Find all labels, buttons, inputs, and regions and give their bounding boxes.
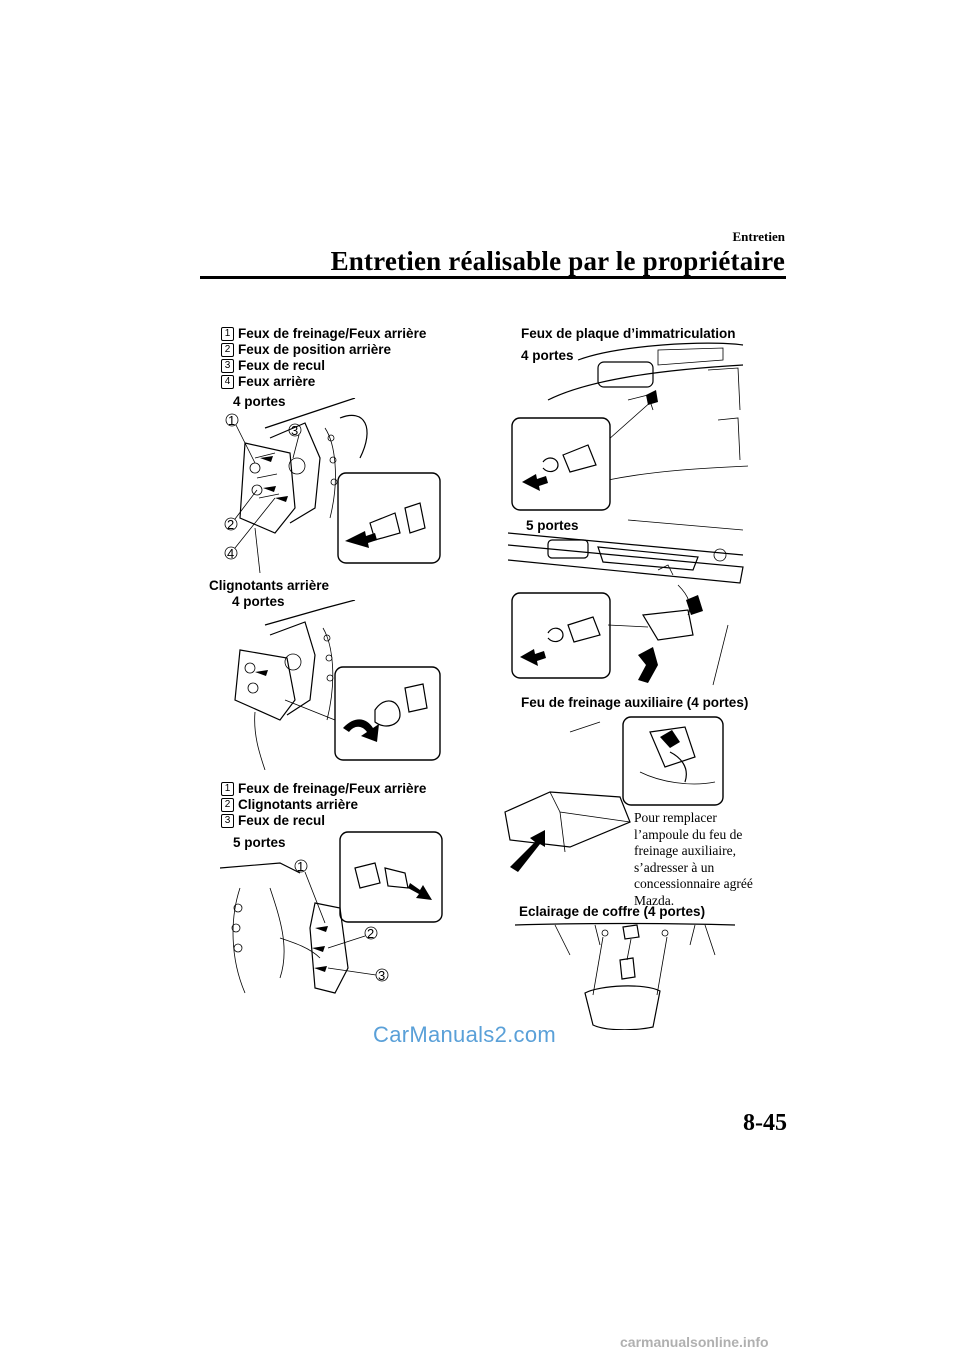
callout-3: 3 <box>375 968 389 983</box>
rear-light-4portes-illustration: 1 3 2 4 <box>224 398 441 573</box>
legend-item: 4 Feux arrière <box>221 374 426 390</box>
callout-text: 2 <box>367 926 374 941</box>
callout-1: 1 <box>294 859 308 874</box>
legend-label: Clignotants arrière <box>238 797 359 812</box>
variant-label: 5 portes <box>526 518 579 533</box>
footer-watermark: carmanualsonline.info <box>620 1334 769 1350</box>
variant-label: 4 portes <box>521 348 574 363</box>
variant-label: 4 portes <box>232 594 285 609</box>
legend-list-5portes: 1 Feux de freinage/Feux arrière 2 Clignota… <box>221 781 426 829</box>
legend-label: Feux arrière <box>238 374 316 389</box>
variant-label: 4 portes <box>233 394 286 409</box>
callout-text: 4 <box>227 546 234 561</box>
variant-label: 5 portes <box>233 835 286 850</box>
watermark: CarManuals2.com <box>373 1022 557 1047</box>
callout-2: 2 <box>364 926 378 941</box>
legend-item: 3 Feux de recul <box>221 358 426 374</box>
callout-text: 1 <box>228 413 235 428</box>
callout-text: 1 <box>297 859 304 874</box>
callout-badge: 1 <box>221 782 234 796</box>
bulb-inset <box>511 592 611 679</box>
callout-text: 3 <box>291 423 298 438</box>
section-title: Eclairage de coffre (4 portes) <box>519 904 706 919</box>
rear-light-5portes-illustration: 1 2 3 <box>220 831 443 994</box>
legend-label: Feux de freinage/Feux arrière <box>238 781 427 796</box>
rear-turn-signal-illustration <box>234 600 441 770</box>
aux-brake-light-illustration <box>504 716 724 872</box>
page-number: 8-45 <box>743 1110 787 1136</box>
legend-label: Feux de position arrière <box>238 342 392 357</box>
callout-badge: 1 <box>221 327 234 341</box>
legend-item: 2 Clignotants arrière <box>221 797 426 813</box>
page-title: Entretien réalisable par le propriétaire <box>330 246 785 276</box>
section-title: Feu de freinage auxiliaire (4 portes) <box>521 695 749 710</box>
callout-3: 3 <box>288 423 302 438</box>
legend-label: Feux de recul <box>238 358 326 373</box>
legend-label: Feux de freinage/Feux arrière <box>238 326 427 341</box>
plate-light-4portes-illustration <box>511 342 748 511</box>
section-title: Clignotants arrière <box>209 578 330 593</box>
section-label: Entretien <box>732 229 785 244</box>
legend-item: 3 Feux de recul <box>221 813 426 829</box>
callout-text: 2 <box>227 517 234 532</box>
legend-item: 2 Feux de position arrière <box>221 342 426 358</box>
legend-item: 1 Feux de freinage/Feux arrière <box>221 326 426 342</box>
callout-badge: 2 <box>221 798 234 812</box>
callout-4: 4 <box>224 546 238 561</box>
bulb-inset <box>622 716 724 806</box>
bulb-inset <box>334 666 441 761</box>
legend-item: 1 Feux de freinage/Feux arrière <box>221 781 426 797</box>
callout-badge: 3 <box>221 359 234 373</box>
callout-badge: 2 <box>221 343 234 357</box>
legend-label: Feux de recul <box>238 813 326 828</box>
trunk-light-illustration <box>515 922 736 1030</box>
callout-badge: 4 <box>221 375 234 389</box>
callout-1: 1 <box>225 413 239 428</box>
callout-2: 2 <box>224 517 238 532</box>
plate-light-5portes-illustration <box>508 519 744 686</box>
header-rule <box>200 276 786 279</box>
section-title: Feux de plaque d’immatriculation <box>521 326 736 341</box>
bulb-inset <box>339 831 443 923</box>
bulb-inset <box>337 472 441 564</box>
aux-brake-note: Pour remplacer l’ampoule du feu de frein… <box>634 810 753 908</box>
callout-text: 3 <box>378 968 385 983</box>
callout-badge: 3 <box>221 814 234 828</box>
